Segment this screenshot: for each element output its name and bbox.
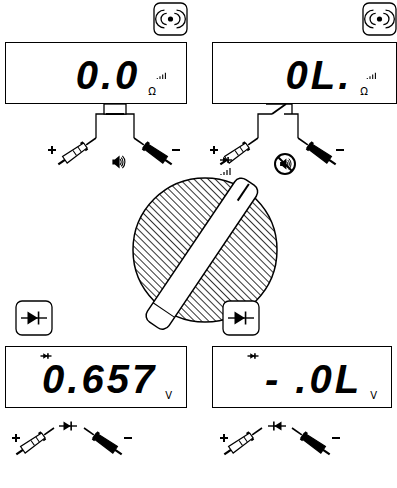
lcd-reading: 0.0 (76, 55, 141, 95)
beep-bars (157, 73, 165, 79)
beep-callout (363, 3, 396, 35)
diode-symbol (228, 312, 254, 325)
diode-callout (16, 301, 52, 335)
diode-symbol (248, 353, 259, 359)
lcd-reading: 0L. (286, 55, 353, 95)
positive-probe (217, 134, 260, 169)
unit-symbol: Ω (148, 86, 156, 98)
diode-symbol (268, 422, 286, 431)
beep-bars (367, 73, 375, 79)
diode-symbol (21, 312, 47, 325)
minus-mark (172, 149, 180, 151)
diode-symbol (59, 422, 77, 431)
minus-mark (336, 149, 344, 151)
unit-symbol: V (165, 390, 172, 402)
positive-probe (221, 424, 264, 459)
lcd-reading: - .0L (265, 359, 362, 399)
diode-callout (223, 301, 259, 335)
negative-probe (131, 134, 174, 169)
negative-probe (295, 134, 338, 169)
lcd-display: 0.657V (5, 346, 187, 408)
positive-probe (55, 134, 98, 169)
plus-mark (220, 434, 228, 442)
diode-symbol (41, 353, 52, 359)
lcd-display: - .0L V (212, 346, 392, 408)
plus-mark (210, 146, 218, 154)
minus-mark (332, 437, 340, 439)
beep-callout (154, 3, 187, 35)
lcd-display: 0L. Ω (212, 42, 397, 104)
open-switch (258, 104, 298, 138)
unit-symbol: Ω (360, 86, 368, 98)
speaker-icon (112, 156, 125, 169)
closed-switch (96, 104, 134, 138)
lcd-reading: 0.657 (42, 359, 157, 399)
negative-probe (81, 424, 124, 459)
negative-probe (289, 424, 332, 459)
lcd-display: 0.0Ω (5, 42, 187, 104)
no-sound-icon (275, 154, 295, 174)
positive-probe (13, 424, 56, 459)
plus-mark (12, 434, 20, 442)
plus-mark (48, 146, 56, 154)
minus-mark (124, 437, 132, 439)
unit-symbol: V (370, 390, 377, 402)
diode-symbol (220, 157, 232, 163)
beep-bars (221, 168, 230, 175)
